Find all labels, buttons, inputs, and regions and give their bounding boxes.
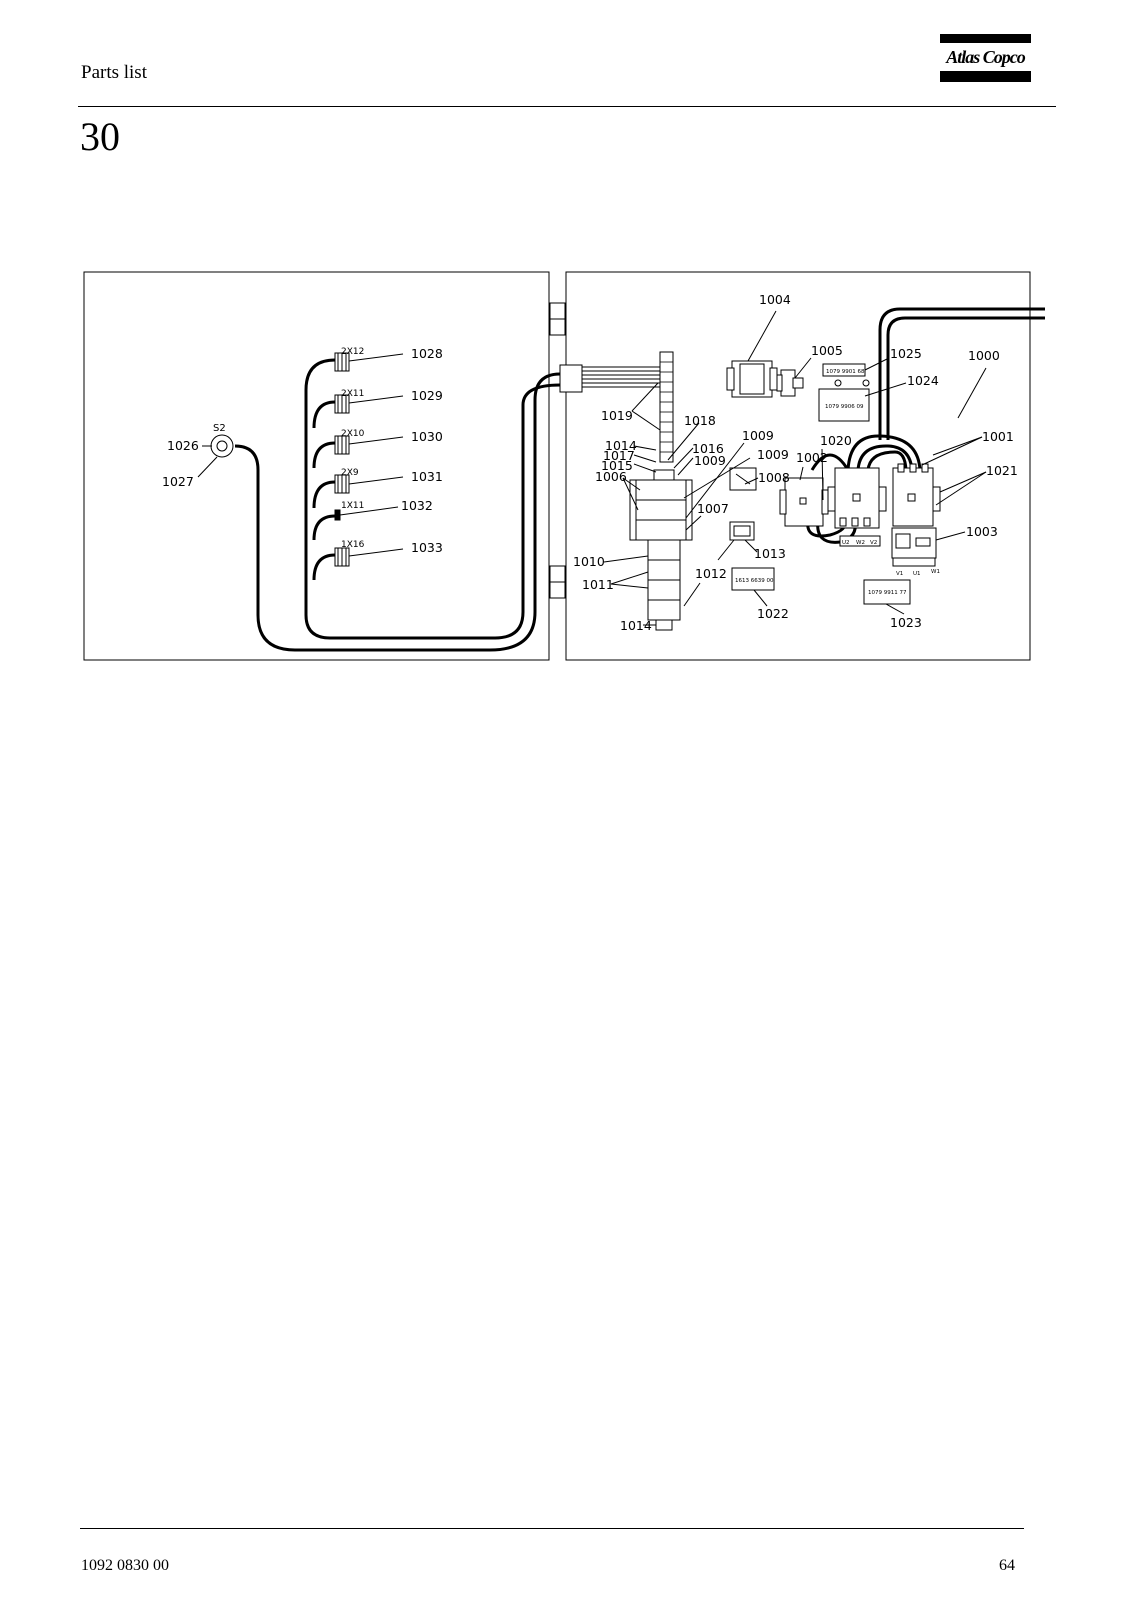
callout-1027: 1027 (162, 474, 194, 489)
callout-1026: 1026 (167, 438, 199, 453)
callout-1032: 1032 (401, 498, 433, 513)
callout-1012: 1012 (695, 566, 727, 581)
callout-1001: 1001 (982, 429, 1014, 444)
label-s2: S2 (213, 423, 226, 434)
footer-rule (80, 1528, 1024, 1529)
callout-1000: 1000 (968, 348, 1000, 363)
callout-1005: 1005 (811, 343, 843, 358)
plate-text-1022: 1613 6639 00 (735, 578, 774, 584)
contactor-1002 (779, 477, 829, 527)
cable-bundle (234, 358, 561, 652)
callout-1015: 1015 (601, 458, 633, 473)
callout-1004: 1004 (759, 292, 791, 307)
callout-1009-top: 1009 (742, 428, 774, 443)
label-2x9: 2X9 (341, 468, 359, 478)
section-number: 30 (80, 114, 120, 159)
callout-1016: 1016 (692, 441, 724, 456)
door-connectors (334, 352, 350, 567)
callout-1031: 1031 (411, 469, 443, 484)
callout-1029: 1029 (411, 388, 443, 403)
page-number: 64 (999, 1557, 1015, 1574)
terminal-v2: V2 (870, 540, 877, 546)
label-1x16: 1X16 (341, 540, 365, 550)
callout-1009-mid: 1009 (694, 453, 726, 468)
overload-relay-1003 (891, 527, 937, 567)
callout-1025: 1025 (890, 346, 922, 361)
terminal-w1: W1 (931, 569, 940, 575)
plate-text-1024: 1079 9906 09 (825, 404, 864, 410)
data-plates (731, 363, 911, 605)
callout-1002: 1002 (796, 450, 828, 465)
callout-1021: 1021 (986, 463, 1018, 478)
callout-1023: 1023 (890, 615, 922, 630)
callout-1022: 1022 (757, 606, 789, 621)
contactor-main (827, 467, 887, 529)
callout-1019: 1019 (601, 408, 633, 423)
callout-1028: 1028 (411, 346, 443, 361)
label-1x11: 1X11 (341, 501, 364, 511)
label-2x12: 2X12 (341, 347, 364, 357)
callout-1006: 1006 (595, 469, 627, 484)
contactor-star (892, 463, 941, 527)
label-2x11: 2X11 (341, 389, 364, 399)
callout-1009-right: 1009 (757, 447, 789, 462)
plate-text-1025: 1079 9901 68 (826, 369, 865, 375)
lower-hinge (549, 565, 566, 599)
callout-1014-top: 1014 (605, 438, 637, 453)
callout-1011: 1011 (582, 577, 614, 592)
component-1013 (729, 521, 755, 541)
terminal-u1: U1 (913, 571, 921, 577)
header-rule (78, 106, 1056, 107)
right-panel-plate (565, 271, 1031, 661)
plate-text-1023: 1079 9911 77 (868, 590, 907, 596)
relay-stack (629, 469, 693, 631)
callout-1014-bottom: 1014 (620, 618, 652, 633)
document-number: 1092 0830 00 (81, 1557, 169, 1574)
callout-1033: 1033 (411, 540, 443, 555)
transformer-1004 (726, 360, 778, 398)
terminal-block-u2 (839, 535, 881, 547)
callout-1008: 1008 (758, 470, 790, 485)
callout-1013: 1013 (754, 546, 786, 561)
callout-1003: 1003 (966, 524, 998, 539)
callout-1020: 1020 (820, 433, 852, 448)
callout-1017: 1017 (603, 448, 635, 463)
label-2x10: 2X10 (341, 429, 365, 439)
logo-wordmark: Atlas Copco (946, 47, 1026, 67)
terminal-w2: W2 (856, 540, 865, 546)
leader-lines (197, 310, 987, 626)
terminal-v1: V1 (896, 571, 903, 577)
header-title: Parts list (81, 62, 147, 83)
callout-1007: 1007 (697, 501, 729, 516)
component-1005 (776, 369, 804, 397)
s2-switch (210, 434, 234, 458)
callout-1030: 1030 (411, 429, 443, 444)
ribbon-connector (559, 351, 674, 463)
component-1008 (729, 467, 757, 491)
callout-1018: 1018 (684, 413, 716, 428)
terminal-u2: U2 (842, 540, 850, 546)
upper-hinge (549, 302, 566, 336)
left-panel-door (83, 271, 550, 661)
atlas-copco-logo: Atlas Copco (940, 34, 1031, 82)
wiring-diagram: 1028 1029 1030 1031 1032 1033 1026 1027 … (83, 271, 1045, 661)
callout-1024: 1024 (907, 373, 939, 388)
callout-1010: 1010 (573, 554, 605, 569)
